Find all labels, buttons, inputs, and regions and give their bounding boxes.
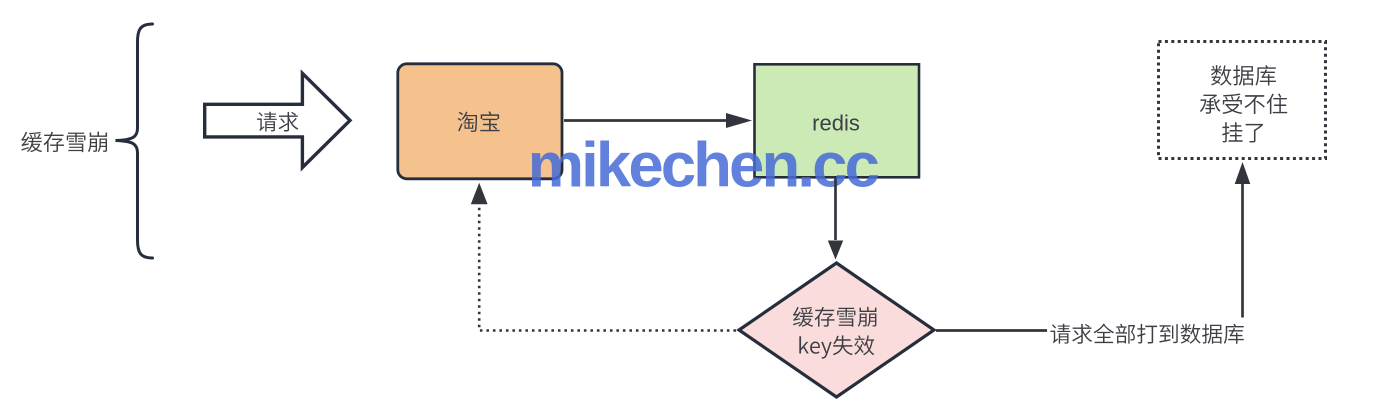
svg-text:redis: redis [812, 111, 860, 136]
svg-text:mikechen.cc: mikechen.cc [528, 131, 879, 201]
